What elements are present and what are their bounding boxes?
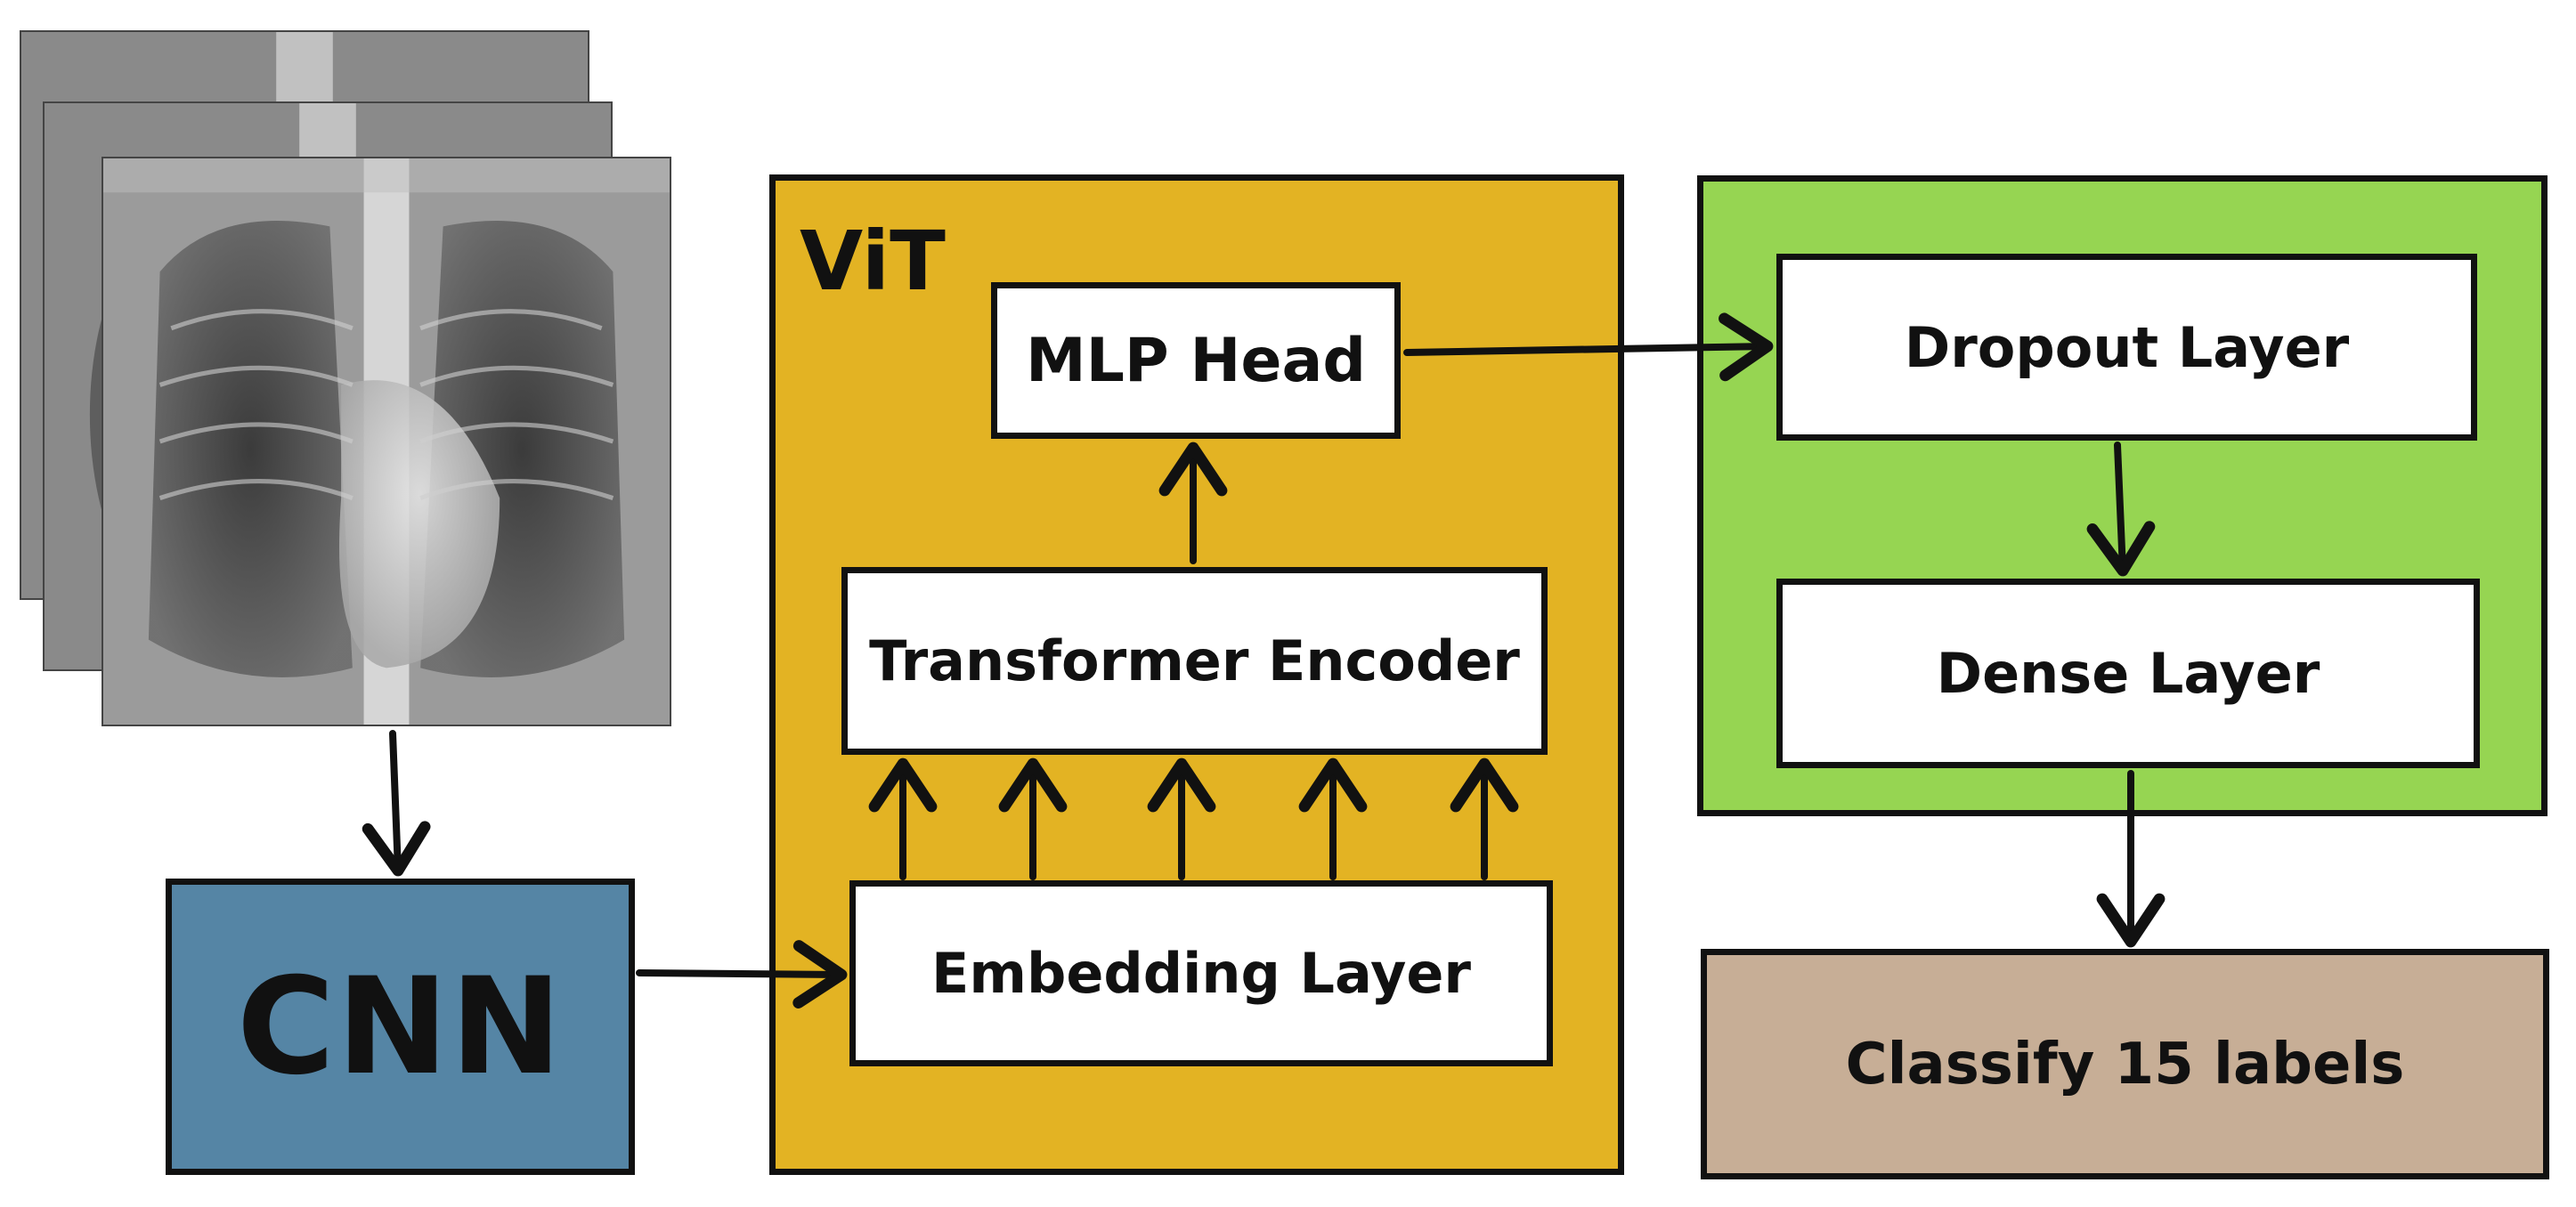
cnn-block: CNN [166, 879, 635, 1175]
dense-layer-label: Dense Layer [1936, 641, 2320, 706]
xray-image-front [102, 157, 671, 726]
cnn-label: CNN [236, 949, 565, 1105]
classify-output-box: Classify 15 labels [1701, 949, 2549, 1179]
dropout-layer-label: Dropout Layer [1904, 314, 2350, 380]
vit-label: ViT [800, 214, 946, 309]
transformer-encoder-label: Transformer Encoder [869, 628, 1520, 693]
arrow-xray-to-cnn [362, 730, 431, 877]
dropout-layer-node: Dropout Layer [1776, 254, 2477, 441]
mlp-head-label: MLP Head [1025, 325, 1367, 396]
dense-layer-node: Dense Layer [1776, 579, 2480, 768]
mlp-head-node: MLP Head [991, 282, 1401, 439]
classify-output-label: Classify 15 labels [1845, 1031, 2405, 1098]
arrow-cnn-to-embedding [636, 940, 848, 1009]
embedding-layer-label: Embedding Layer [931, 941, 1471, 1006]
arrow-mlp-to-dropout [1403, 312, 1774, 382]
arrow-dropout-to-dense [2086, 441, 2156, 577]
embedding-layer-node: Embedding Layer [849, 880, 1553, 1066]
transformer-encoder-node: Transformer Encoder [841, 567, 1548, 755]
